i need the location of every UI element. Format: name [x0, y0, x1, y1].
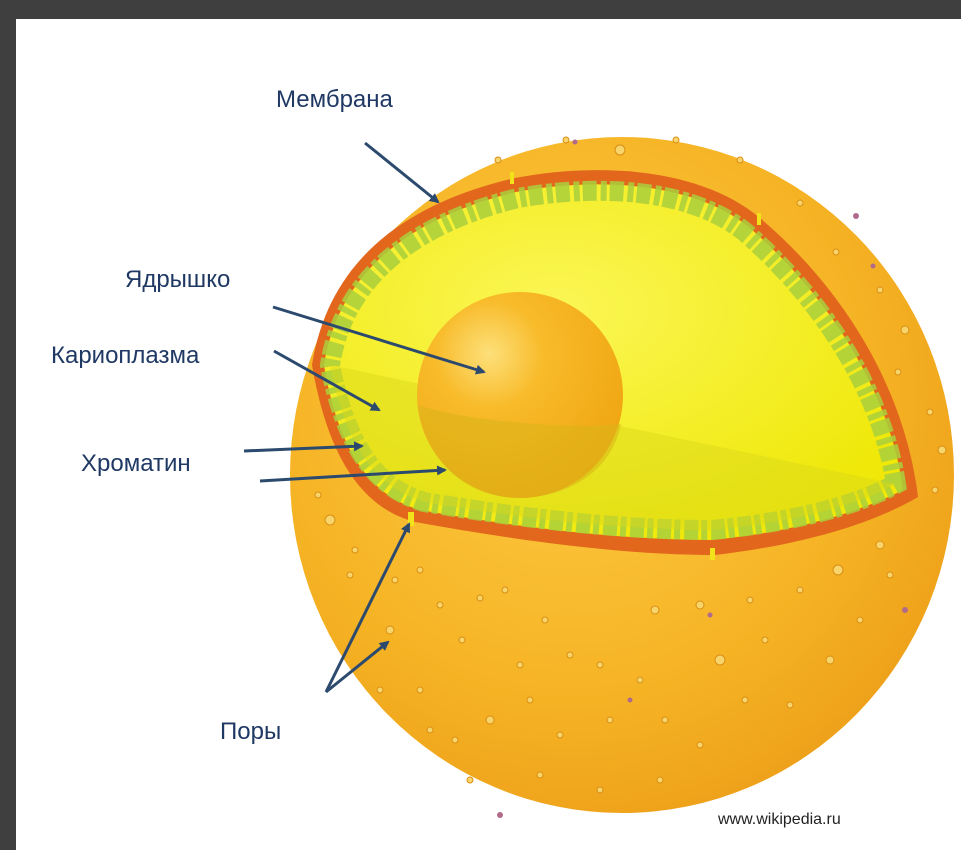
- label-chromatin: Хроматин: [81, 450, 191, 478]
- source-credit: www.wikipedia.ru: [718, 811, 841, 829]
- arrow-membrane: [365, 143, 438, 202]
- label-membrane: Мембрана: [276, 86, 393, 114]
- label-karyoplasm: Кариоплазма: [51, 342, 199, 370]
- label-nucleolus: Ядрышко: [125, 266, 230, 294]
- label-pores: Поры: [220, 718, 281, 746]
